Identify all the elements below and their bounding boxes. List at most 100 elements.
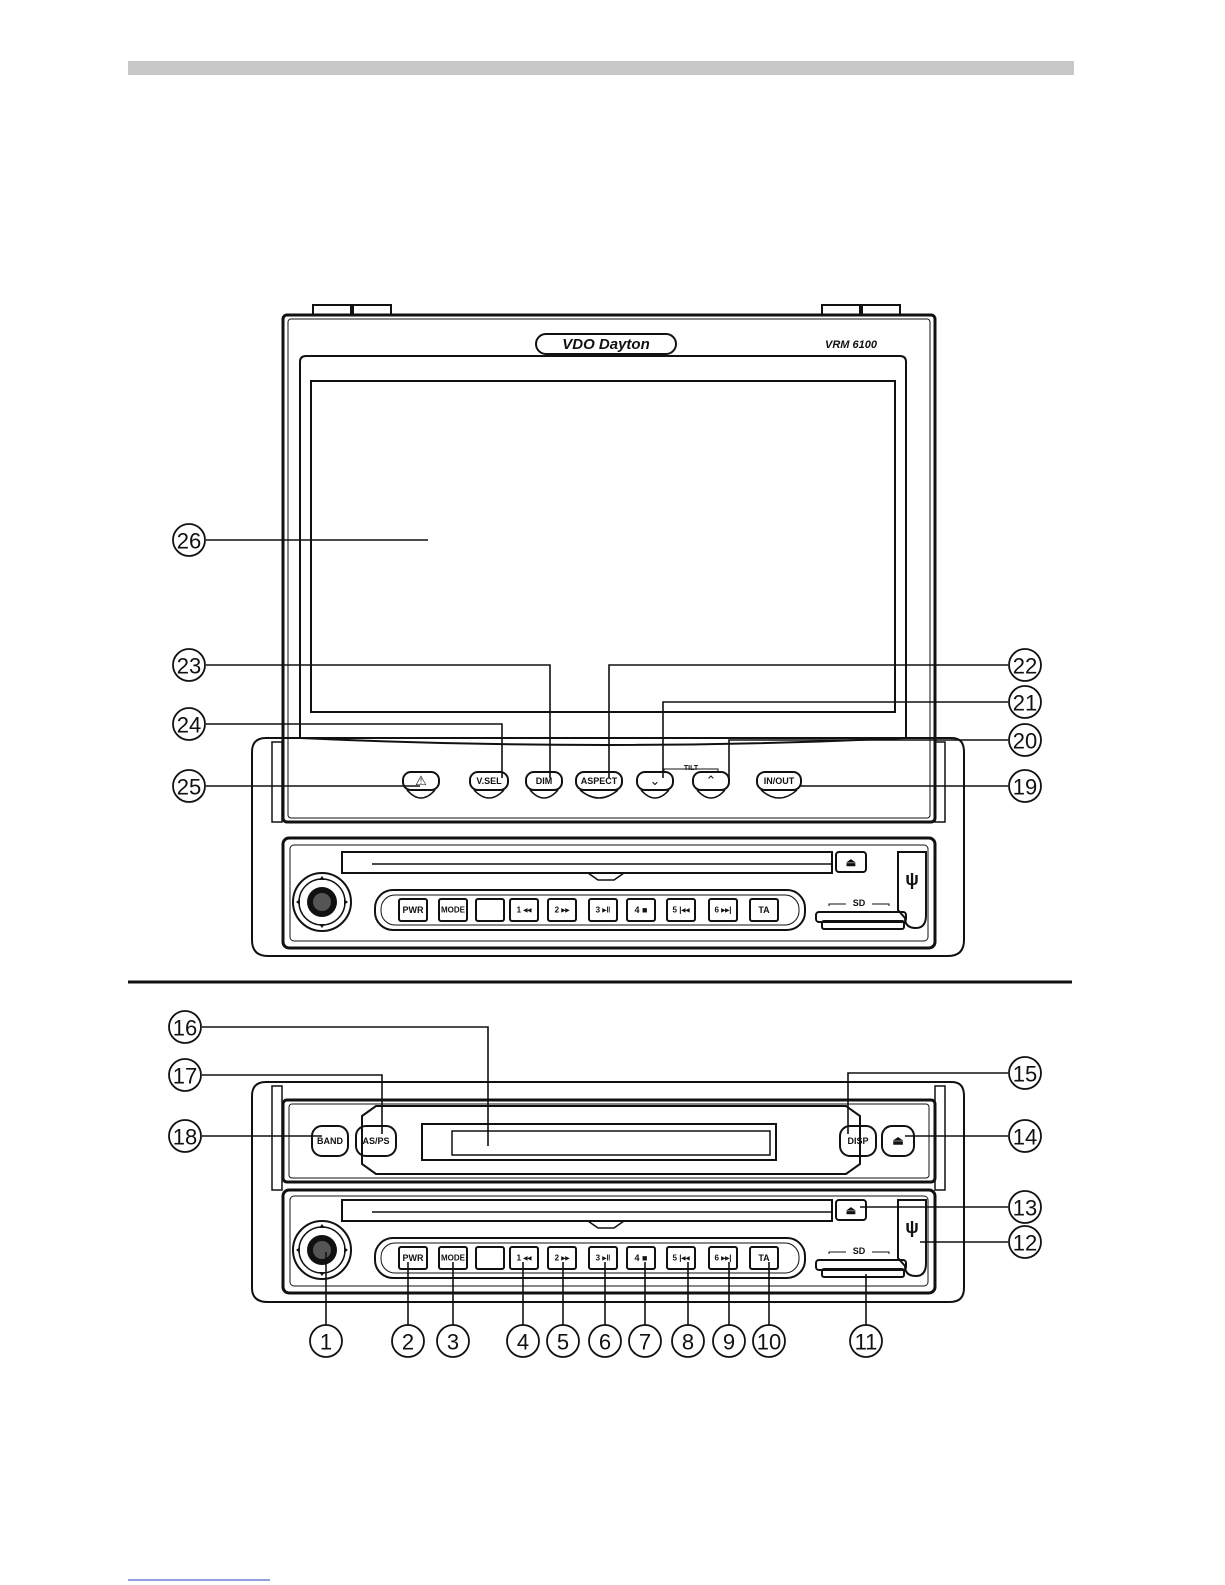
leader-23 <box>206 665 550 778</box>
volume-knob-top[interactable] <box>293 873 351 931</box>
model-name: VRM 6100 <box>825 339 878 351</box>
callout-2: 2 <box>392 1325 424 1357</box>
brand-logo: VDO Dayton <box>536 334 676 354</box>
screen-button-label: IN/OUT <box>764 776 795 786</box>
callout-3: 3 <box>437 1325 469 1357</box>
callout-number: 26 <box>177 529 201 554</box>
preset-label: 6 ▸▸| <box>715 906 732 915</box>
callout-number: 9 <box>723 1330 735 1355</box>
display-screen <box>311 381 895 712</box>
usb-port-top[interactable]: ψ <box>898 852 926 928</box>
screen-button-aspect[interactable]: ASPECT <box>576 772 622 798</box>
panel-button-p1[interactable]: 1 ◂◂ <box>510 1247 538 1269</box>
callout-number: 8 <box>682 1330 694 1355</box>
screen-button-tilt-up[interactable]: ⌃ <box>693 772 729 798</box>
front-button-label: BAND <box>317 1136 343 1146</box>
callout-number: 19 <box>1013 775 1037 800</box>
callout-10: 10 <box>753 1325 785 1357</box>
front-button-disp[interactable]: DISP <box>840 1126 876 1156</box>
panel-top-button-p4[interactable]: 4 ■ <box>627 899 655 921</box>
front-button-label: DISP <box>847 1136 868 1146</box>
callout-number: 3 <box>447 1330 459 1355</box>
preset-label: 3 ▸‖ <box>596 1254 611 1263</box>
volume-knob[interactable] <box>293 1221 351 1279</box>
callout-11: 11 <box>850 1325 882 1357</box>
callout-14: 14 <box>1009 1120 1041 1152</box>
front-button-label: AS/PS <box>362 1136 389 1146</box>
preset-label: 6 ▸▸| <box>715 1254 732 1263</box>
screen-button-tilt-down[interactable]: ⌄ <box>637 772 673 798</box>
panel-top-button-mode[interactable]: MODE <box>439 899 467 921</box>
eject-icon: ⏏ <box>846 1205 857 1217</box>
callout-number: 20 <box>1013 729 1037 754</box>
callout-23: 23 <box>173 649 205 681</box>
callout-17: 17 <box>169 1059 201 1091</box>
callout-number: 17 <box>173 1064 197 1089</box>
sd-label: SD <box>853 1246 866 1256</box>
front-button-band[interactable]: BAND <box>312 1126 348 1156</box>
panel-button-ta[interactable]: TA <box>750 1247 778 1269</box>
callout-leaders <box>202 540 1008 1326</box>
callout-26: 26 <box>173 524 205 556</box>
panel-top-button-pwr[interactable]: PWR <box>399 899 427 921</box>
callout-20: 20 <box>1009 724 1041 756</box>
preset-label: 4 ■ <box>635 1253 648 1263</box>
callout-6: 6 <box>589 1325 621 1357</box>
usb-port[interactable]: ψ <box>898 1200 926 1276</box>
panel-button-blank[interactable] <box>476 1247 504 1269</box>
preset-label: TA <box>758 905 770 915</box>
preset-label: PWR <box>403 905 424 915</box>
preset-label: 1 ◂◂ <box>517 906 533 915</box>
panel-top-button-p6[interactable]: 6 ▸▸| <box>709 899 737 921</box>
preset-label: TA <box>758 1253 770 1263</box>
panel-top-button-p2[interactable]: 2 ▸▸ <box>548 899 576 921</box>
callout-9: 9 <box>713 1325 745 1357</box>
usb-icon: ψ <box>905 869 919 889</box>
disc-slot <box>342 1200 832 1221</box>
front-button-open[interactable]: ⏏ <box>882 1126 914 1156</box>
panel-button-p2[interactable]: 2 ▸▸ <box>548 1247 576 1269</box>
leader-22 <box>609 665 1008 778</box>
preset-label: 1 ◂◂ <box>517 1254 533 1263</box>
preset-label: 2 ▸▸ <box>555 1254 571 1263</box>
screen-button-inout[interactable]: IN/OUT <box>757 772 801 798</box>
callout-number: 1 <box>320 1330 332 1355</box>
screen-button-label: ⌄ <box>650 773 661 788</box>
usb-icon: ψ <box>905 1217 919 1237</box>
eject-button[interactable]: ⏏ <box>836 1200 866 1220</box>
panel-button-p5[interactable]: 5 |◂◂ <box>667 1247 695 1269</box>
callout-number: 12 <box>1013 1231 1037 1256</box>
panel-top-button-p5[interactable]: 5 |◂◂ <box>667 899 695 921</box>
panel-top-button-p1[interactable]: 1 ◂◂ <box>510 899 538 921</box>
panel-button-pwr[interactable]: PWR <box>399 1247 427 1269</box>
callout-21: 21 <box>1009 686 1041 718</box>
preset-label: MODE <box>441 906 466 915</box>
front-button-label: ⏏ <box>892 1134 904 1148</box>
panel-button-p4[interactable]: 4 ■ <box>627 1247 655 1269</box>
callout-number: 25 <box>177 775 201 800</box>
screen-button-dim[interactable]: DIM <box>526 772 562 798</box>
preset-label: 5 |◂◂ <box>673 1254 691 1263</box>
callout-16: 16 <box>169 1011 201 1043</box>
disc-slot-top <box>342 852 832 873</box>
callout-number: 15 <box>1013 1062 1037 1087</box>
callout-number: 21 <box>1013 691 1037 716</box>
callout-19: 19 <box>1009 770 1041 802</box>
callout-number: 24 <box>177 713 201 738</box>
eject-button-top[interactable]: ⏏ <box>836 852 866 872</box>
callout-number: 10 <box>757 1330 781 1355</box>
callout-number: 22 <box>1013 654 1037 679</box>
panel-top-button-ta[interactable]: TA <box>750 899 778 921</box>
callout-12: 12 <box>1009 1226 1041 1258</box>
panel-top-button-p3[interactable]: 3 ▸‖ <box>589 899 617 921</box>
panel-button-p3[interactable]: 3 ▸‖ <box>589 1247 617 1269</box>
panel-top-button-blank[interactable] <box>476 899 504 921</box>
leader-24 <box>206 724 502 778</box>
callout-7: 7 <box>629 1325 661 1357</box>
screen-button-warn[interactable]: ⚠ <box>403 772 439 798</box>
panel-button-p6[interactable]: 6 ▸▸| <box>709 1247 737 1269</box>
screen-button-label: V.SEL <box>476 776 502 786</box>
callout-number: 16 <box>173 1016 197 1041</box>
callout-24: 24 <box>173 708 205 740</box>
